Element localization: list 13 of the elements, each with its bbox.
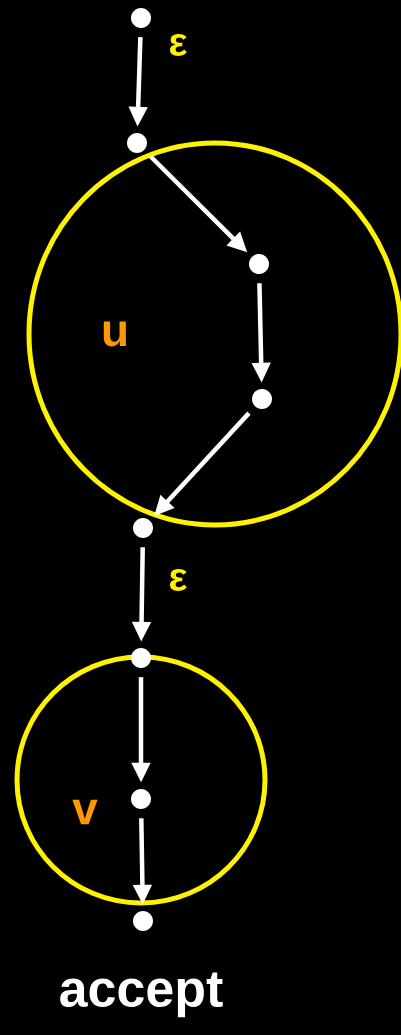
edge-label: ε bbox=[167, 568, 189, 592]
edge-label: ε bbox=[167, 33, 189, 57]
state-dot bbox=[133, 911, 153, 931]
state-dot bbox=[252, 389, 272, 409]
circle-outline: u bbox=[26, 140, 401, 528]
state-dot bbox=[131, 648, 151, 668]
state-dot bbox=[131, 8, 151, 28]
accept-label: accept bbox=[60, 972, 223, 1018]
state-dot bbox=[131, 789, 151, 809]
circle-outline: v bbox=[14, 654, 268, 906]
state-dot bbox=[127, 133, 147, 153]
state-dot bbox=[249, 254, 269, 274]
state-dot bbox=[133, 518, 153, 538]
